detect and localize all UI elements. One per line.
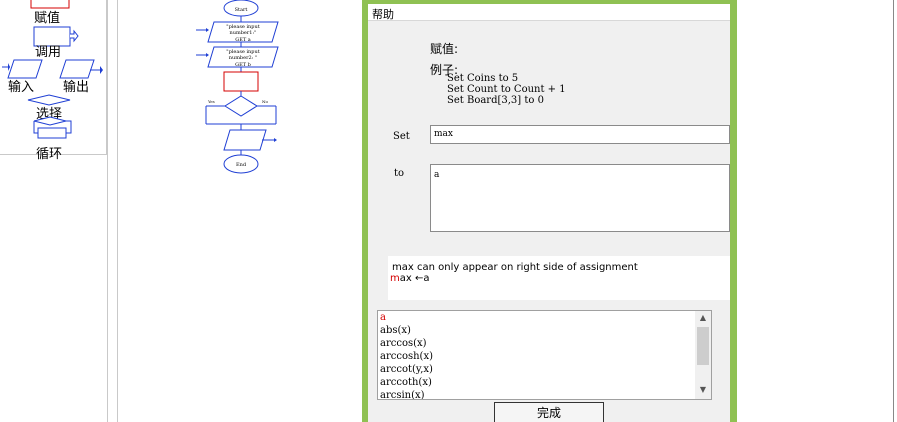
list-item[interactable]: arccosh(x) bbox=[380, 351, 433, 362]
error-expression-rest: ax ←a bbox=[399, 273, 430, 284]
tool-label-output[interactable]: 输出 bbox=[63, 80, 90, 95]
selection-shape-icon[interactable] bbox=[26, 94, 72, 106]
flow-input1-node bbox=[207, 21, 279, 43]
scroll-up-icon[interactable]: ▲ bbox=[699, 313, 707, 322]
function-list[interactable]: a abs(x) arccos(x) arccosh(x) arccot(y,x… bbox=[377, 310, 712, 400]
example-line: Set Coins to 5 bbox=[447, 73, 519, 84]
flowchart-canvas[interactable]: Start "please input number1:" GET a "ple… bbox=[192, 0, 292, 180]
output-shape-icon[interactable] bbox=[58, 58, 104, 80]
error-message-box: max can only appear on right side of ass… bbox=[388, 256, 730, 300]
help-dialog: 帮助 赋值: 例子: Set Coins to 5 Set Count to C… bbox=[368, 4, 730, 422]
to-label: to bbox=[394, 168, 405, 179]
tool-label-call[interactable]: 调用 bbox=[35, 45, 62, 60]
list-item[interactable]: arccoth(x) bbox=[380, 377, 432, 388]
tool-label-input[interactable]: 输入 bbox=[8, 80, 35, 95]
tool-label-assignment[interactable]: 赋值 bbox=[34, 11, 61, 26]
flow-input1-line2: number1:" bbox=[230, 30, 257, 36]
example-line: Set Board[3,3] to 0 bbox=[447, 95, 544, 106]
window-right-border bbox=[893, 0, 894, 422]
flow-input1-line3: GET a bbox=[235, 37, 251, 43]
set-variable-input[interactable]: max bbox=[430, 125, 730, 144]
toolbox-panel: 赋值 调用 输入 输出 选择 循环 bbox=[0, 0, 107, 162]
dialog-title: 帮助 bbox=[372, 8, 394, 21]
help-dialog-frame: 帮助 赋值: 例子: Set Coins to 5 Set Count to C… bbox=[362, 0, 737, 422]
function-list-scrollbar[interactable]: ▲ ▼ bbox=[695, 311, 711, 399]
flow-end-label: End bbox=[236, 162, 247, 168]
flow-assignment-node bbox=[223, 71, 259, 92]
flow-input2-line2: number2: " bbox=[229, 55, 258, 61]
done-button[interactable]: 完成 bbox=[494, 402, 604, 422]
flow-decision-yes: Yes bbox=[207, 99, 215, 104]
flow-decision-no: No bbox=[262, 99, 269, 104]
flow-input1-line1: "please input bbox=[226, 24, 259, 30]
error-message-text: max can only appear on right side of ass… bbox=[392, 262, 638, 273]
example-line: Set Count to Count + 1 bbox=[447, 84, 566, 95]
flow-decision-node bbox=[224, 95, 258, 117]
canvas-left-border bbox=[117, 0, 118, 422]
error-message-expression: max ←a bbox=[390, 273, 429, 284]
flow-input2-node bbox=[207, 46, 279, 68]
flow-input2-line1: "please input bbox=[226, 49, 259, 55]
set-label: Set bbox=[393, 131, 410, 142]
scroll-down-icon[interactable]: ▼ bbox=[699, 385, 707, 394]
flow-output-node bbox=[223, 129, 267, 151]
call-shape-icon[interactable] bbox=[33, 26, 79, 48]
list-item[interactable]: abs(x) bbox=[380, 325, 411, 336]
loop-shape-icon[interactable] bbox=[30, 116, 74, 144]
left-panel-divider bbox=[107, 0, 108, 422]
input-shape-icon[interactable] bbox=[2, 58, 44, 80]
list-item[interactable]: arcsin(x) bbox=[380, 390, 425, 400]
assignment-shape-icon[interactable] bbox=[30, 0, 70, 10]
flow-end-node bbox=[223, 154, 259, 174]
to-expression-input[interactable]: a bbox=[430, 164, 730, 232]
flow-start-label: Start bbox=[235, 7, 248, 13]
help-title: 赋值: bbox=[430, 42, 459, 56]
list-item[interactable]: arccot(y,x) bbox=[380, 364, 433, 375]
tool-label-loop[interactable]: 循环 bbox=[36, 147, 63, 162]
list-item[interactable]: a bbox=[380, 312, 386, 323]
flow-input2-line3: GET b bbox=[235, 62, 251, 68]
example-heading: 例子: bbox=[430, 63, 459, 77]
list-item[interactable]: arccos(x) bbox=[380, 338, 427, 349]
scroll-thumb[interactable] bbox=[697, 327, 709, 365]
error-highlight: m bbox=[390, 273, 400, 284]
dialog-title-bar[interactable]: 帮助 bbox=[368, 4, 730, 21]
